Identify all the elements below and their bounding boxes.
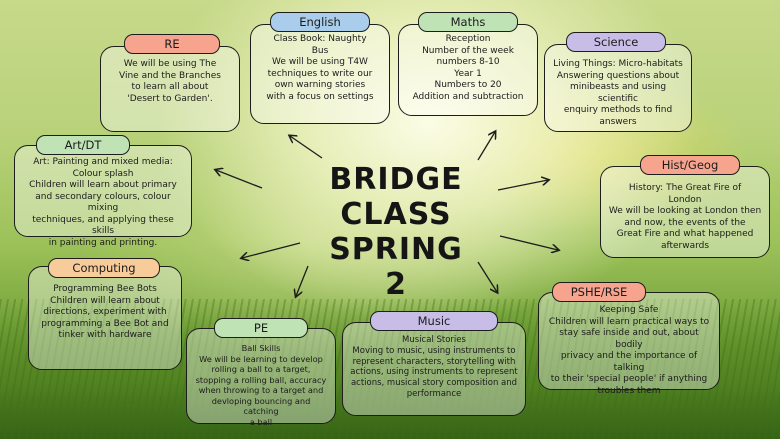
arrow-to-maths [477,132,495,161]
subject-card-computing: Programming Bee Bots Children will learn… [28,266,182,370]
arrow-to-hist [497,180,548,191]
pe-description: Ball Skills We will be learning to devel… [195,343,327,427]
subject-label-art-dt: Art/DT [36,135,130,155]
re-label: RE [164,37,180,51]
subject-label-re: RE [124,34,220,54]
arrow-to-pshe [499,235,558,250]
maths-label: Maths [450,15,486,29]
subject-label-science: Science [566,32,666,52]
subject-card-hist-geog: History: The Great Fire of London We wil… [600,166,770,258]
arrow-to-music [477,261,497,292]
pe-label: PE [253,321,269,335]
pshe-rse-label: PSHE/RSE [570,285,628,299]
music-description: Musical Stories Moving to music, using i… [350,335,518,399]
subject-card-maths: Reception Number of the week numbers 8-1… [398,24,538,116]
maths-description: Reception Number of the week numbers 8-1… [412,34,524,102]
re-description: We will be using The Vine and the Branch… [119,59,221,104]
subject-label-maths: Maths [418,12,518,32]
subject-card-pe: Ball Skills We will be learning to devel… [186,328,336,427]
english-label: English [299,15,341,29]
subject-label-english: English [270,12,370,32]
science-label: Science [593,35,639,49]
computing-description: Programming Bee Bots Children will learn… [41,284,169,340]
arrow-to-english [290,136,323,159]
subject-card-science: Living Things: Micro-habitats Answering … [544,44,692,132]
hist-geog-description: History: The Great Fire of London We wil… [608,183,762,251]
hist-geog-label: Hist/Geog [661,158,719,172]
subject-label-pshe-rse: PSHE/RSE [552,282,646,302]
art-dt-description: Art: Painting and mixed media: Colour sp… [29,157,177,248]
page-title: BRIDGE CLASS SPRING 2 [329,162,463,302]
subject-card-music: Musical Stories Moving to music, using i… [342,322,526,416]
science-description: Living Things: Micro-habitats Answering … [553,59,683,127]
arrow-to-computing [242,242,301,258]
subject-label-hist-geog: Hist/Geog [640,155,740,175]
arrow-to-pe [296,265,309,296]
subject-card-art-dt: Art: Painting and mixed media: Colour sp… [14,145,192,248]
subject-label-music: Music [370,311,498,331]
art-dt-label: Art/DT [64,138,102,152]
subject-label-pe: PE [214,318,308,338]
subject-label-computing: Computing [48,258,160,278]
subject-card-re: We will be using The Vine and the Branch… [100,46,240,132]
subject-card-english: Class Book: Naughty Bus We will be using… [250,24,390,124]
english-description: Class Book: Naughty Bus We will be using… [266,34,374,102]
subject-card-pshe-rse: Keeping Safe Children will learn practic… [538,292,720,396]
music-label: Music [417,314,451,328]
pshe-rse-description: Keeping Safe Children will learn practic… [548,305,710,396]
computing-label: Computing [72,261,136,275]
arrow-to-art [216,170,263,189]
